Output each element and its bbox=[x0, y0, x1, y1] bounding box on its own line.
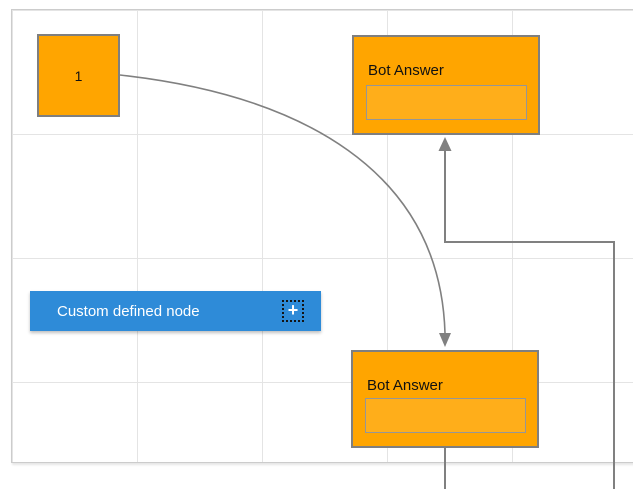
plus-icon: + bbox=[287, 300, 299, 320]
bot-answer-node-bottom[interactable]: Bot Answer bbox=[351, 350, 539, 448]
add-node-button[interactable]: + bbox=[282, 300, 304, 322]
bot-answer-top-input[interactable] bbox=[366, 85, 527, 120]
custom-node-label: Custom defined node bbox=[57, 302, 200, 320]
curved-link-arrowhead-icon[interactable] bbox=[439, 333, 451, 347]
custom-defined-node[interactable]: Custom defined node + bbox=[30, 291, 321, 331]
orthogonal-link-target-segment[interactable] bbox=[444, 150, 615, 489]
curved-link-line[interactable] bbox=[119, 74, 446, 334]
bot-answer-bottom-input[interactable] bbox=[365, 398, 526, 433]
bot-answer-top-title: Bot Answer bbox=[368, 62, 444, 79]
bot-answer-node-top[interactable]: Bot Answer bbox=[352, 35, 540, 135]
orthogonal-link-arrowhead-icon[interactable] bbox=[438, 137, 452, 151]
bot-answer-bottom-title: Bot Answer bbox=[367, 377, 443, 394]
orthogonal-link[interactable] bbox=[438, 137, 615, 489]
curved-link[interactable] bbox=[119, 74, 451, 347]
start-node[interactable]: 1 bbox=[37, 34, 120, 117]
start-node-label: 1 bbox=[74, 67, 83, 84]
